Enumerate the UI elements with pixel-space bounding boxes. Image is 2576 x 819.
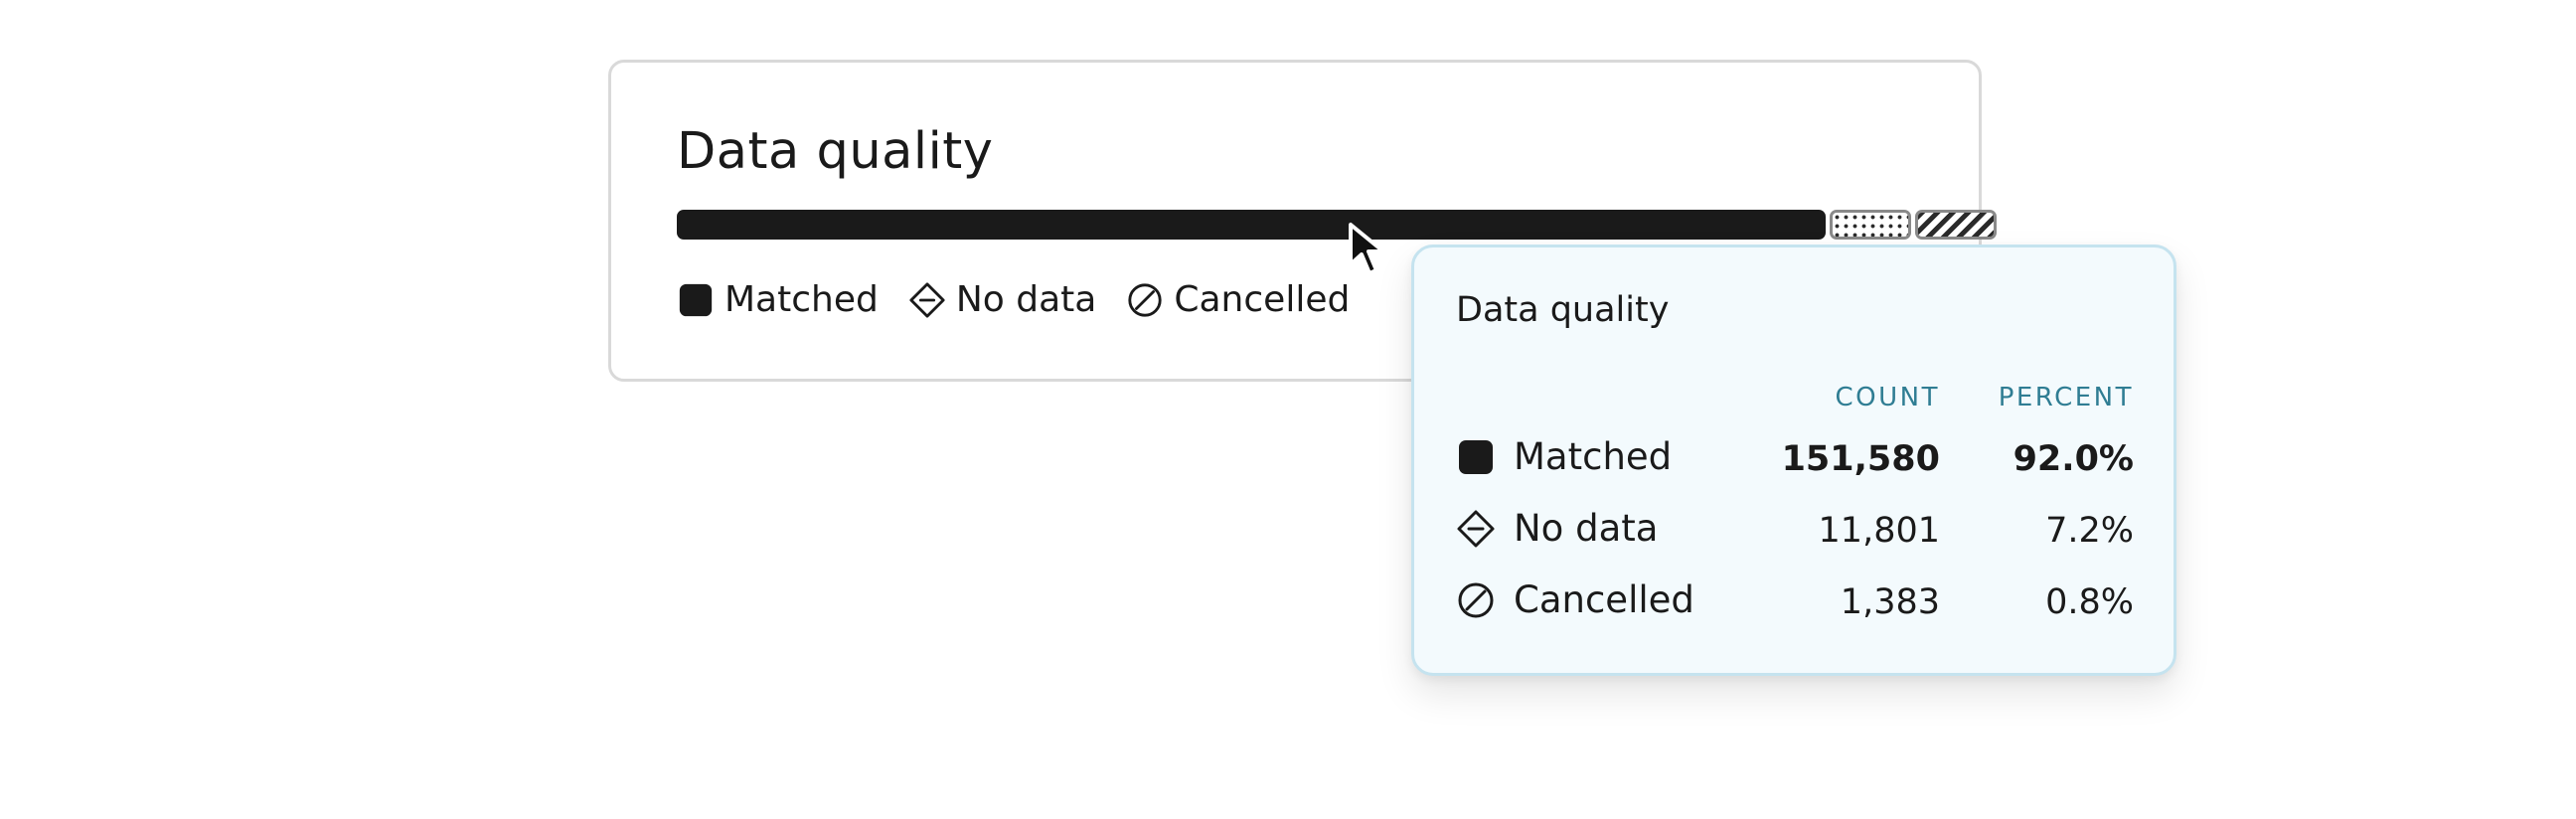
diamond-minus-icon [909,282,945,318]
mouse-cursor-icon [1349,223,1385,275]
tooltip-row-matched: Matched 151,580 92.0% [1414,432,2174,480]
card-title: Data quality [677,122,994,181]
tooltip-percent-cancelled: 0.8% [2045,582,2134,622]
tooltip-count-matched: 151,580 [1781,439,1940,479]
legend: Matched No data Cancelled [677,281,1379,319]
tooltip-label-cancelled: Cancelled [1514,578,1694,621]
tooltip-count-no-data: 11,801 [1818,511,1940,551]
tooltip-title: Data quality [1456,290,1670,330]
tooltip-count-cancelled: 1,383 [1840,582,1940,622]
circle-slash-icon [1458,582,1494,618]
bar-segment-no-data[interactable] [1830,210,1911,240]
legend-item-cancelled: Cancelled [1126,281,1350,319]
tooltip-row-cancelled: Cancelled 1,383 0.8% [1414,575,2174,623]
data-quality-card: Data quality Matched No data Cancelled [608,60,1997,382]
legend-label-cancelled: Cancelled [1174,279,1351,320]
circle-slash-icon [1128,283,1162,317]
tooltip-label-no-data: No data [1514,507,1659,550]
filled-square-icon [1459,440,1493,474]
data-quality-bar[interactable] [677,210,1997,240]
bar-segment-cancelled[interactable] [1915,210,1997,240]
legend-item-no-data: No data [908,279,1097,320]
legend-item-matched: Matched [677,281,879,319]
tooltip-row-no-data: No data 11,801 7.2% [1414,504,2174,552]
tooltip-label-matched: Matched [1514,435,1673,478]
tooltip-header-percent: PERCENT [1998,383,2134,412]
tooltip-header-count: COUNT [1835,383,1940,412]
tooltip-percent-matched: 92.0% [2012,439,2134,479]
legend-label-no-data: No data [955,279,1097,320]
filled-square-icon [679,283,713,317]
data-quality-tooltip: Data quality COUNT PERCENT Matched 151,5… [1411,245,2176,676]
bar-segment-matched[interactable] [677,210,1826,240]
tooltip-percent-no-data: 7.2% [2045,511,2134,551]
legend-label-matched: Matched [724,279,879,320]
diamond-minus-icon [1457,510,1495,548]
